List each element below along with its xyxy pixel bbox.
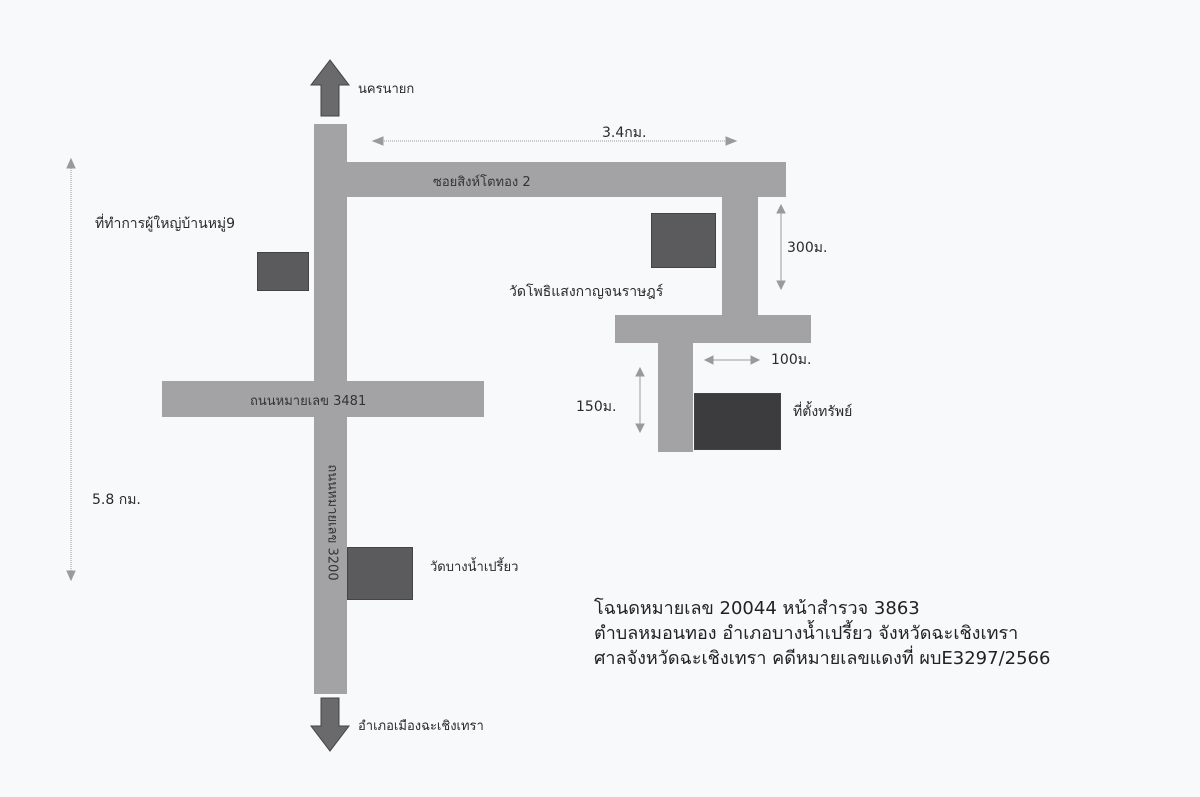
location-line: ตำบลหมอนทอง อำเภอบางน้ำเปรี้ยว จังหวัดฉะ…	[594, 623, 1019, 644]
middle-horizontal-road	[615, 315, 811, 343]
deed-number-line: โฉนดหมายเลข 20044 หน้าสำรวจ 3863	[594, 598, 920, 619]
deed-info-block: โฉนดหมายเลข 20044 หน้าสำรวจ 3863 ตำบลหมอ…	[594, 596, 1050, 671]
south-destination-label: อำเภอเมืองฉะเชิงเทรา	[358, 719, 484, 734]
wat-bang-nam-priao-marker	[347, 547, 413, 600]
north-destination-label: นครนายก	[358, 82, 415, 97]
property-marker	[694, 393, 781, 450]
wat-bang-nam-priao-label: วัดบางน้ำเปรี้ยว	[430, 560, 519, 575]
road-3481-horizontal	[162, 381, 484, 417]
distance-5-8km-label: 5.8 กม.	[92, 492, 141, 508]
wat-pho-label: วัดโพธิแสงกาญจนราษฎร์	[509, 284, 664, 300]
distance-100m-label: 100ม.	[771, 352, 812, 368]
distance-3-4km-label: 3.4กม.	[602, 125, 647, 141]
measure-150m-icon	[635, 366, 645, 434]
soi-singtothong-2-label: ซอยสิงห์โตทอง 2	[433, 175, 531, 190]
property-access-road	[658, 315, 693, 452]
measure-100m-icon	[703, 355, 761, 365]
measure-300m-icon	[776, 203, 786, 291]
distance-300m-label: 300ม.	[787, 240, 828, 256]
court-case-line: ศาลจังหวัดฉะเชิงเทรา คดีหมายเลขแดงที่ ผบ…	[594, 648, 1051, 669]
south-arrow-icon	[309, 697, 351, 752]
village-head-office-label: ที่ทำการผู้ใหญ่บ้านหมู่9	[95, 216, 236, 232]
property-label: ที่ตั้งทรัพย์	[793, 404, 853, 420]
soi-singtothong-2-road	[314, 162, 786, 197]
distance-150m-label: 150ม.	[576, 399, 617, 415]
village-head-office-marker	[257, 252, 309, 291]
north-arrow-icon	[309, 59, 351, 117]
measure-5-8km-icon	[66, 157, 76, 582]
measure-3-4km-icon	[371, 136, 738, 146]
wat-pho-marker	[651, 213, 716, 268]
road-3481-label: ถนนหมายเลข 3481	[250, 394, 367, 409]
connector-road-300m	[722, 162, 758, 322]
